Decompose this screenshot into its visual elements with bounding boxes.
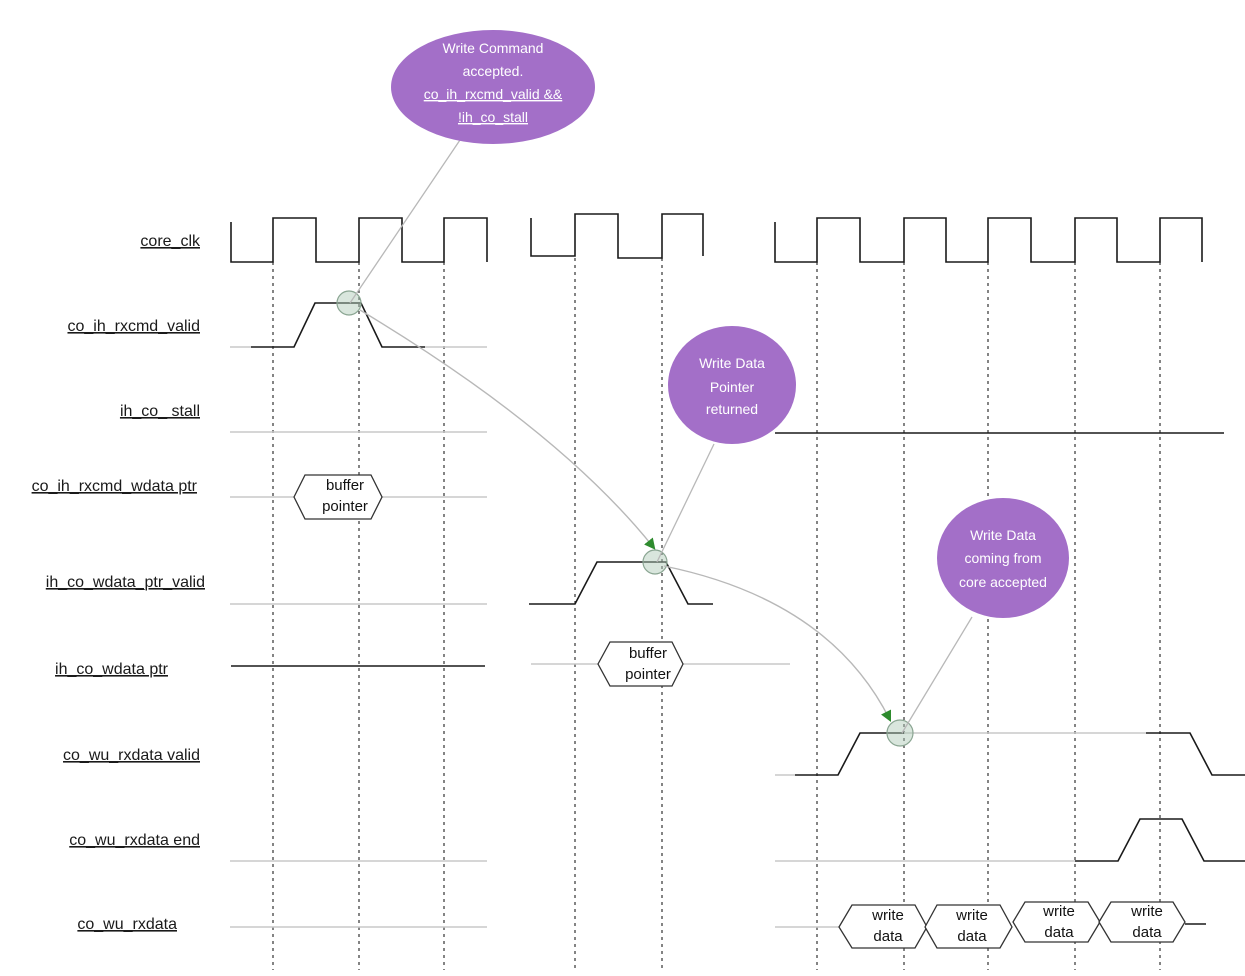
rxdata-valid-fall bbox=[1146, 732, 1245, 776]
co-wu-rxdata-end-waveform bbox=[230, 818, 1245, 862]
wdata-ptr-valid-pulse bbox=[529, 561, 713, 605]
bus-text-line2: data bbox=[873, 928, 903, 945]
signal-label-ih-co-stall: ih_co_ stall bbox=[120, 403, 200, 420]
clock-edge-gridlines bbox=[272, 258, 1161, 970]
bus-text-line2: data bbox=[1132, 924, 1162, 941]
clock-wave-segment bbox=[530, 213, 704, 259]
bus-value-buffer-pointer bbox=[597, 641, 684, 687]
signal-label-co-ih-rxcmd-wdata-ptr: co_ih_rxcmd_wdata ptr bbox=[32, 478, 198, 495]
signal-label-co-wu-rxdata: co_wu_rxdata bbox=[77, 916, 177, 933]
rxdata-end-pulse bbox=[1075, 818, 1245, 862]
callout-write-command-accepted: Write Command accepted. co_ih_rxcmd_vali… bbox=[391, 30, 595, 144]
handshake-marker bbox=[886, 719, 914, 747]
bus-text-line2: pointer bbox=[322, 498, 368, 515]
bus-text-line2: pointer bbox=[625, 666, 671, 683]
bus-value-write-data bbox=[924, 904, 1013, 949]
callout-pointer bbox=[349, 139, 461, 304]
callout-pointers bbox=[349, 139, 973, 734]
clock-wave-segment bbox=[774, 217, 1203, 263]
callout-text-line: co_ih_rxcmd_valid && bbox=[424, 86, 563, 102]
co-wu-rxdata-valid-waveform bbox=[775, 719, 1245, 776]
bus-text-line1: write bbox=[1130, 903, 1163, 920]
handshake-marker bbox=[642, 549, 668, 575]
bus-text-line1: write bbox=[955, 907, 988, 924]
callout-text-line: accepted. bbox=[463, 63, 524, 79]
signal-label-core-clk: core_clk bbox=[140, 233, 201, 250]
arrow-cmd-to-ptr-valid bbox=[359, 309, 656, 550]
callout-text-line: !ih_co_stall bbox=[458, 109, 528, 125]
ih-co-stall-waveform bbox=[230, 431, 1224, 434]
signal-label-co-ih-rxcmd-valid: co_ih_rxcmd_valid bbox=[67, 318, 200, 335]
core-clk-waveform bbox=[230, 213, 1203, 263]
bus-value-buffer-pointer bbox=[293, 474, 383, 520]
signal-label-ih-co-wdata-ptr: ih_co_wdata ptr bbox=[55, 661, 169, 678]
callout-write-data-coming-from-core-accepted: Write Data coming from core accepted bbox=[937, 498, 1069, 618]
ih-co-wdata-ptr-waveform: buffer pointer bbox=[231, 641, 790, 687]
causality-arrows bbox=[359, 309, 892, 723]
co-ih-rxcmd-wdata-ptr-waveform: buffer pointer bbox=[230, 474, 487, 520]
signal-labels: core_clk co_ih_rxcmd_valid ih_co_ stall … bbox=[32, 233, 205, 933]
callout-text-line: Write Data bbox=[970, 527, 1036, 543]
callout-text-line: coming from bbox=[964, 550, 1041, 566]
bus-text-line1: buffer bbox=[629, 645, 667, 662]
signal-label-co-wu-rxdata-valid: co_wu_rxdata valid bbox=[63, 747, 200, 764]
callout-text-line: Pointer bbox=[710, 379, 755, 395]
callout-text-line: Write Data bbox=[699, 355, 765, 371]
bus-text-line1: write bbox=[1042, 903, 1075, 920]
bus-text-line1: write bbox=[871, 907, 904, 924]
callout-text-line: returned bbox=[706, 401, 758, 417]
rxdata-valid-rise bbox=[795, 732, 904, 776]
callout-pointer bbox=[656, 443, 715, 563]
co-wu-rxdata-waveform: write data write data write data write d… bbox=[230, 901, 1206, 949]
callout-text-line: Write Command bbox=[443, 40, 544, 56]
bus-text-line1: buffer bbox=[326, 477, 364, 494]
callout-bubble bbox=[937, 498, 1069, 618]
callout-bubble bbox=[668, 326, 796, 444]
handshake-marker bbox=[336, 290, 362, 316]
bus-text-line2: data bbox=[1044, 924, 1074, 941]
signal-label-ih-co-wdata-ptr-valid: ih_co_wdata_ptr_valid bbox=[46, 574, 205, 591]
callout-pointer bbox=[901, 616, 973, 734]
bus-text-line2: data bbox=[957, 928, 987, 945]
clock-wave-segment bbox=[230, 217, 488, 263]
callout-bubble bbox=[391, 30, 595, 144]
callout-text-line: core accepted bbox=[959, 574, 1047, 590]
arrow-ptr-valid-to-data-valid bbox=[663, 565, 892, 723]
signal-label-co-wu-rxdata-end: co_wu_rxdata end bbox=[69, 832, 200, 849]
bus-value-write-data bbox=[1098, 901, 1186, 943]
ih-co-wdata-ptr-valid-waveform bbox=[230, 549, 713, 605]
co-ih-rxcmd-valid-waveform bbox=[230, 290, 487, 348]
callout-write-data-pointer-returned: Write Data Pointer returned bbox=[668, 326, 796, 444]
rxcmd-valid-pulse bbox=[251, 302, 425, 348]
